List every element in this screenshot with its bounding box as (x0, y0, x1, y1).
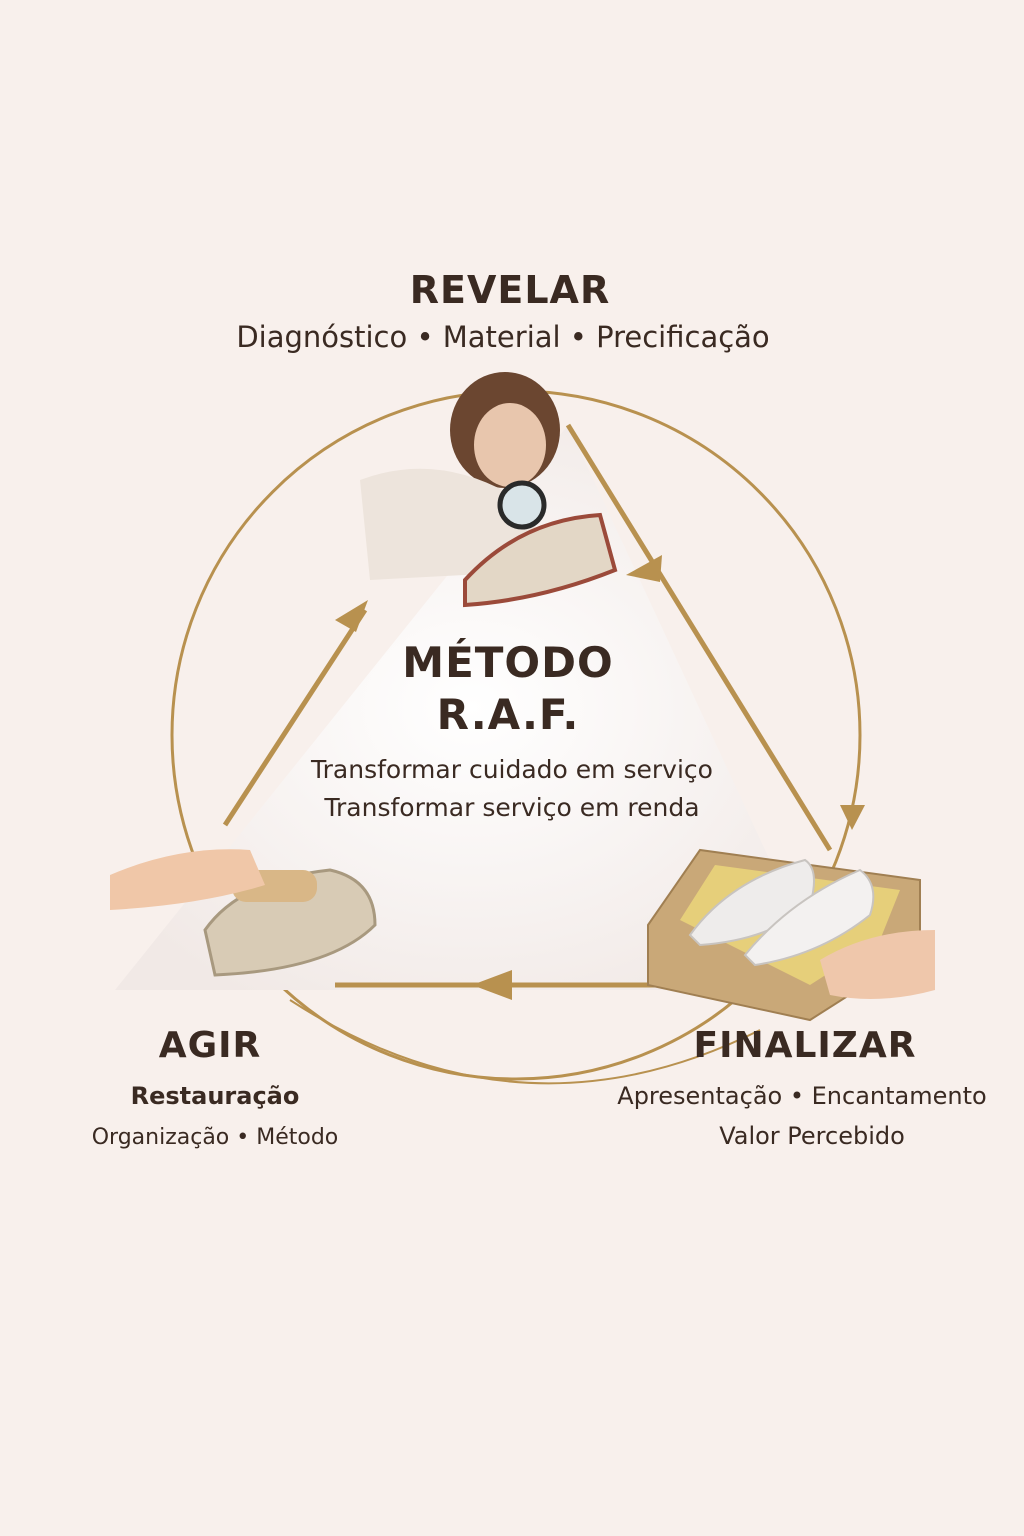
method-title-line1: MÉTODO (402, 638, 614, 687)
finalizar-subtitle1: Apresentação • Encantamento (617, 1082, 987, 1110)
finalizar-title: FINALIZAR (693, 1025, 917, 1066)
arrow-left-icon (472, 970, 512, 1000)
method-line2: Transformar serviço em renda (324, 793, 700, 822)
outer-arc (289, 999, 761, 1085)
method-title-line2: R.A.F. (436, 690, 580, 739)
agir-subtitle-bold: Restauração (130, 1082, 300, 1110)
inspection-photo (360, 372, 618, 608)
brushing-photo (110, 849, 377, 977)
agir-subtitle: Organização • Método (91, 1125, 339, 1150)
box-photo (647, 848, 935, 1022)
triangle-edge-left (222, 608, 368, 827)
arrow-left-icon (626, 555, 662, 582)
arrow-down-icon (840, 805, 865, 830)
finalizar-subtitle2: Valor Percebido (719, 1122, 905, 1150)
triangle-edge-right (565, 423, 833, 852)
revelar-subtitle: Diagnóstico • Material • Precificação (236, 320, 770, 354)
revelar-title: REVELAR (409, 268, 611, 312)
arrow-up-icon (335, 600, 368, 632)
method-line1: Transformar cuidado em serviço (311, 755, 713, 784)
triangle-fill (115, 425, 830, 990)
agir-title: AGIR (158, 1025, 262, 1066)
